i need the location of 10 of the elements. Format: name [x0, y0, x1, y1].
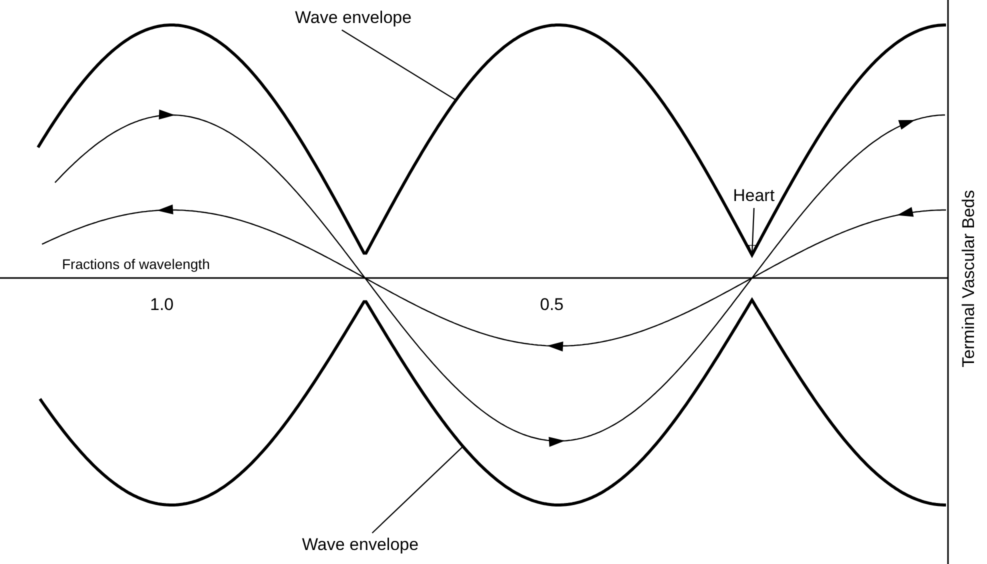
- axis-label: Fractions of wavelength: [62, 255, 210, 274]
- wave-envelope-curve: [38, 298, 946, 506]
- curve-label: Heart: [733, 186, 775, 206]
- tick-label: 1.0: [150, 295, 174, 315]
- leader-line: [341, 29, 456, 101]
- side-label: Terminal Vascular Beds: [959, 190, 979, 367]
- curve-label: Wave envelope: [295, 8, 412, 28]
- curve-label: Wave envelope: [302, 535, 419, 555]
- leader-line: [372, 446, 464, 534]
- tick-label: 0.5: [540, 295, 564, 315]
